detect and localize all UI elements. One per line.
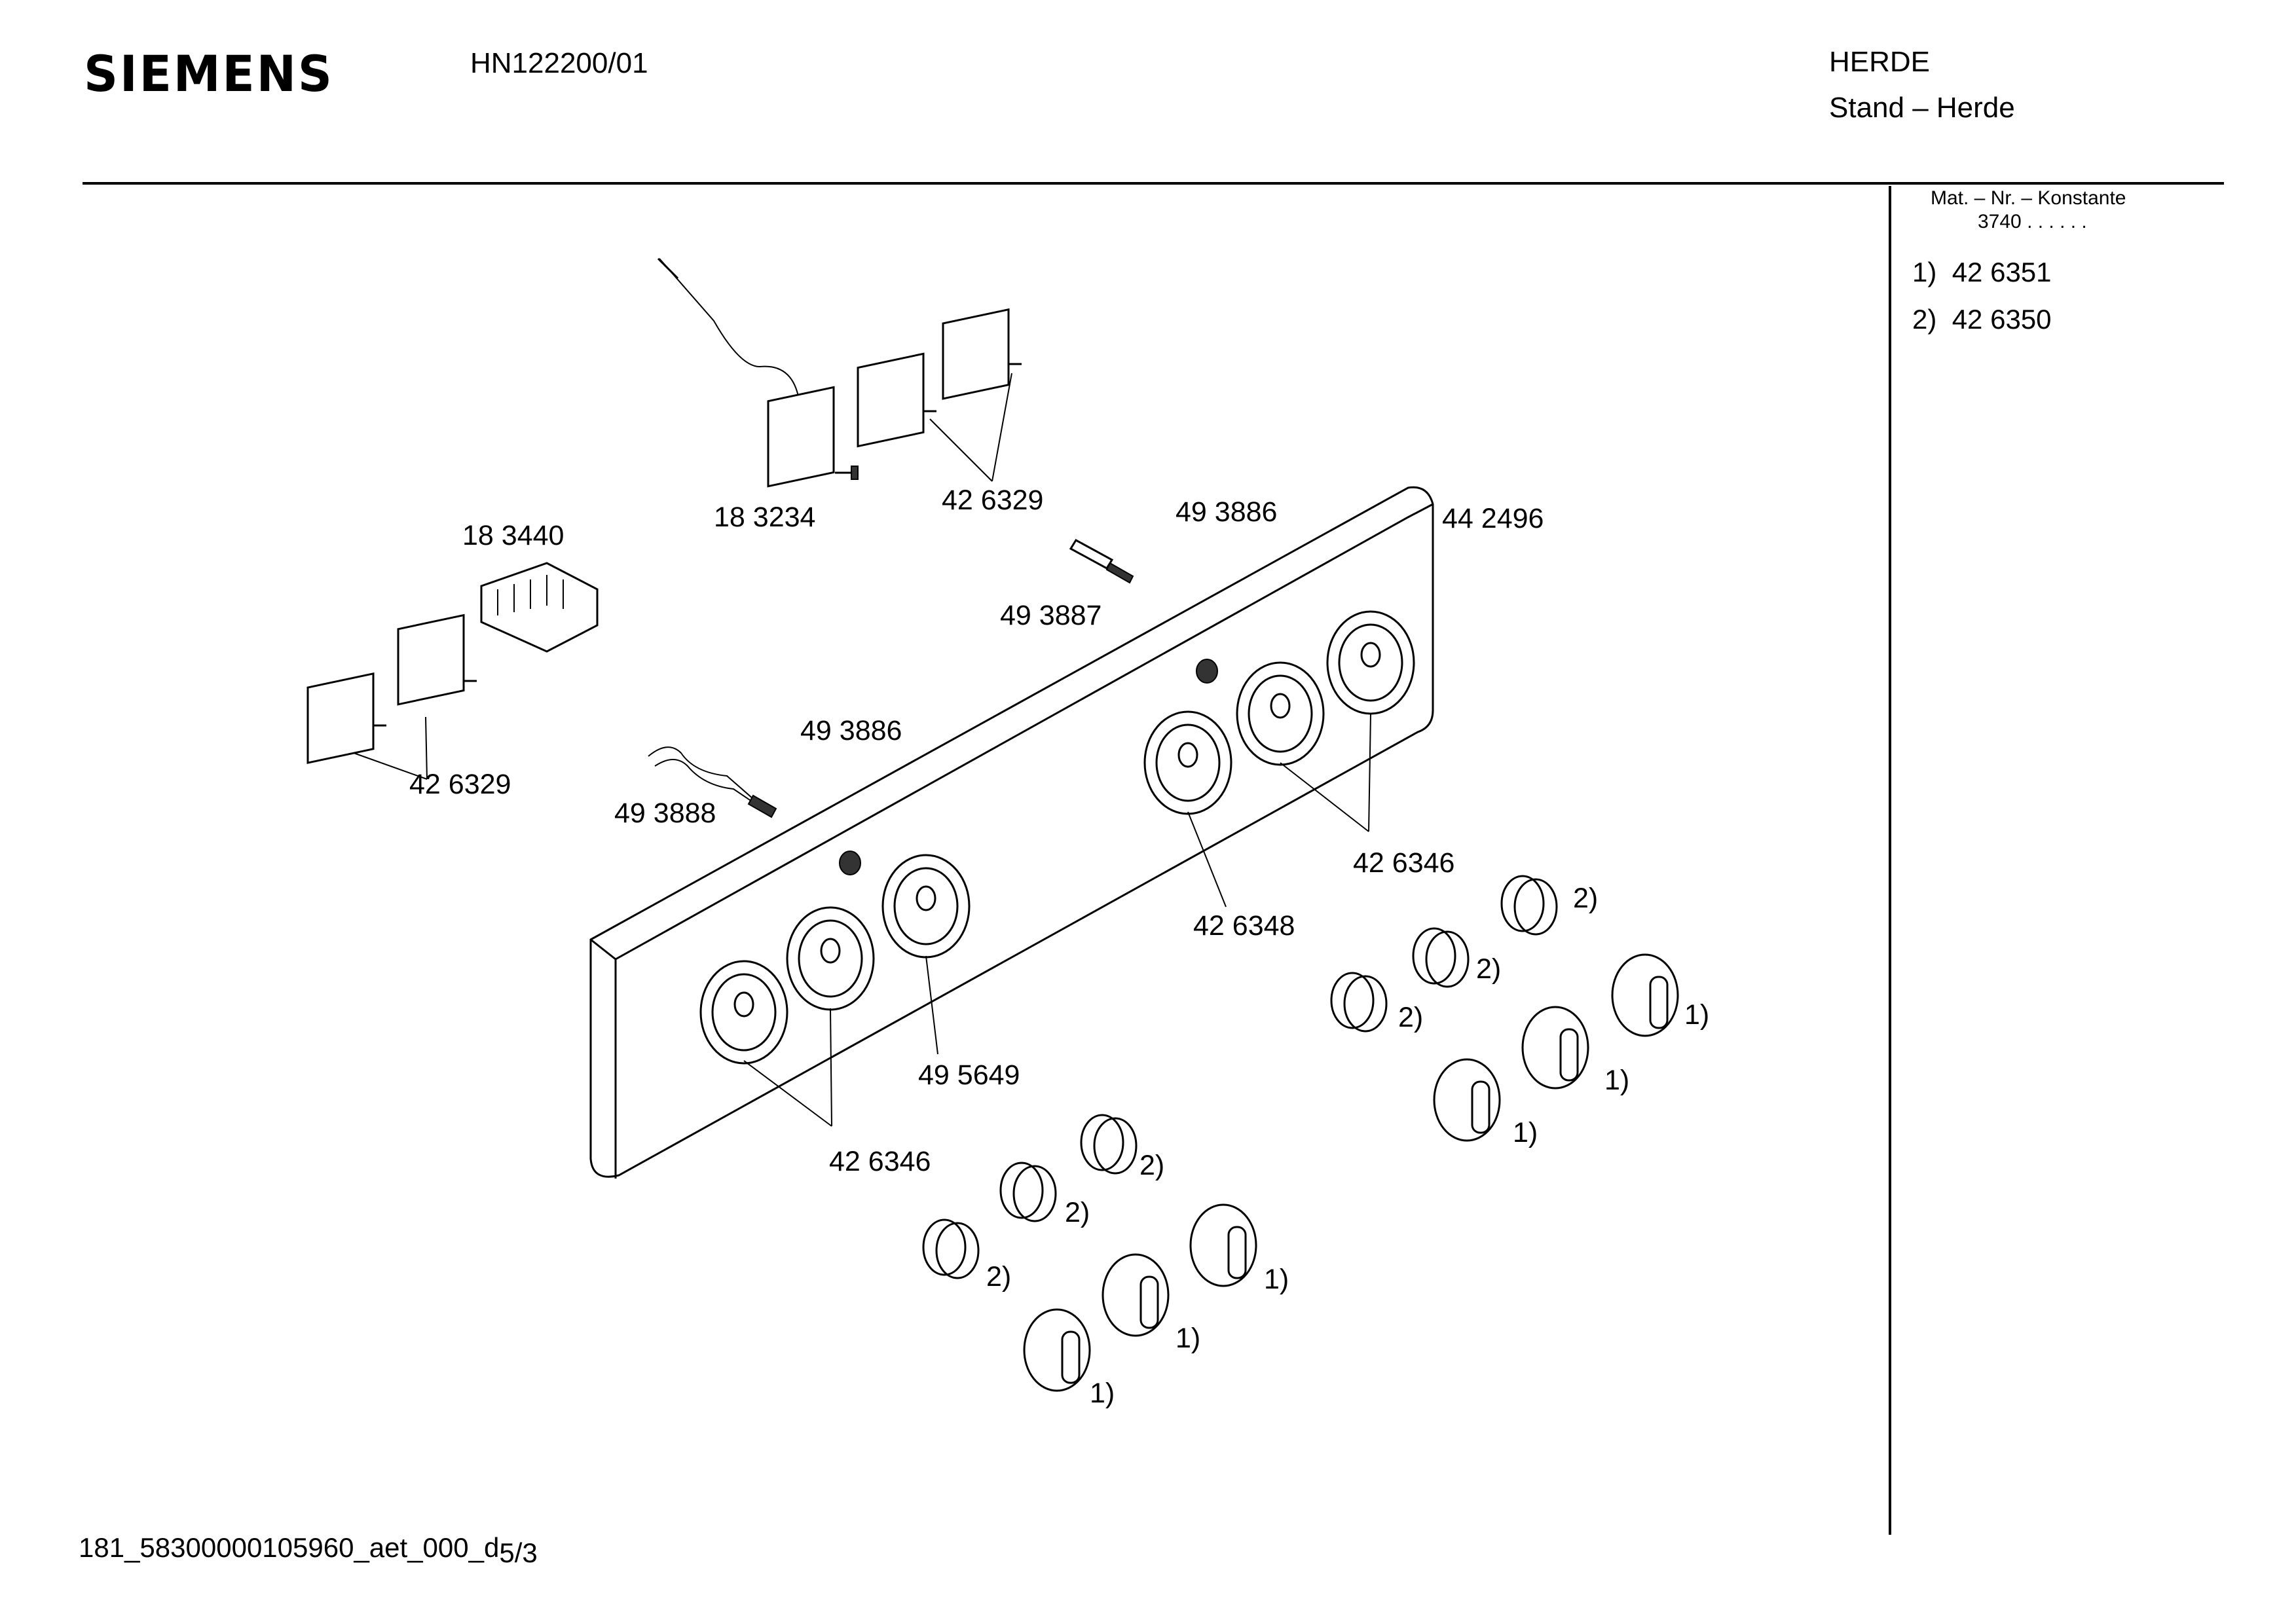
part-label: 49 3886 [800,715,902,746]
knob-callout: 1) [1604,1065,1630,1096]
material-number-value: 3740 . . . . . . [1978,211,2087,232]
document-id: 181_58300000105960_aet_000_d [79,1532,500,1563]
sidebar-divider [1889,186,1891,1535]
pilot-lamp-part [1069,539,1134,584]
part-label: 42 6348 [1193,910,1295,942]
model-number: HN122200/01 [470,47,648,79]
brand-logo: SIEMENS [84,45,334,103]
page-number: 5/3 [499,1537,538,1568]
document-footer: 181_58300000105960_aet_000_d5/3 [79,1532,538,1568]
note-key: 2) [1912,304,1937,335]
part-label: 18 3234 [714,502,816,533]
spring-callout: 2) [1065,1197,1090,1228]
leader-lines [743,713,1371,1127]
note-part: 42 6351 [1952,257,2052,287]
part-label: 44 2496 [1442,503,1544,534]
knob-callout: 1) [1090,1378,1115,1409]
part-label: 42 6329 [409,769,511,800]
category-subtitle: Stand – Herde [1829,92,2015,124]
header-divider [83,182,2224,185]
ring-group-left [699,854,971,1065]
part-label: 42 6346 [1353,847,1455,879]
thermostat-part [657,257,859,488]
material-number-header: Mat. – Nr. – Konstante [1931,187,2126,209]
spring-callout: 2) [1573,883,1599,914]
energy-regulator-top [857,308,1022,482]
category-title: HERDE [1829,46,1931,78]
lamp-cap-part [839,659,1218,875]
knob-callout: 1) [1264,1264,1289,1295]
knob-callout: 1) [1513,1117,1538,1148]
knob-group [1023,953,1679,1392]
part-label: 49 3888 [614,797,716,829]
spring-callout: 2) [1139,1150,1165,1181]
energy-regulator-left [306,614,477,780]
note-key: 1) [1912,257,1937,287]
spring-callout: 2) [1398,1002,1424,1033]
part-label: 42 6329 [942,485,1044,516]
spring-group [922,875,1558,1279]
part-label: 49 3886 [1176,496,1278,528]
note-part: 42 6350 [1952,304,2052,335]
part-label: 49 3887 [1000,600,1102,631]
knob-callout: 1) [1176,1323,1201,1354]
part-label: 42 6346 [829,1146,931,1177]
knob-callout: 1) [1684,999,1710,1031]
part-label: 18 3440 [462,520,565,551]
terminal-block [480,562,599,653]
spring-callout: 2) [1476,953,1502,985]
spring-callout: 2) [986,1261,1012,1292]
pilot-lamp-wired-part [648,746,777,818]
note-2: 2) 42 6350 [1912,304,2052,335]
note-1: 1) 42 6351 [1912,257,2052,288]
control-panel [589,486,1434,1179]
part-label: 49 5649 [918,1059,1020,1091]
